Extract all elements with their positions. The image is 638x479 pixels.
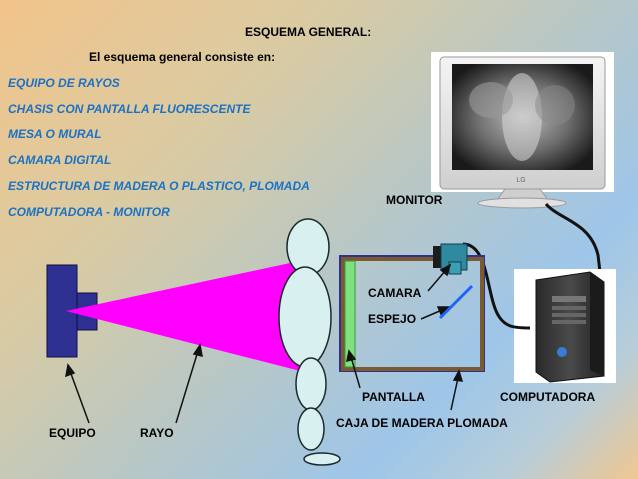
label-equipo: EQUIPO	[49, 426, 96, 440]
label-camara: CAMARA	[368, 286, 421, 300]
label-computadora: COMPUTADORA	[500, 390, 595, 404]
label-caja: CAJA DE MADERA PLOMADA	[336, 416, 508, 430]
computer-image	[514, 269, 616, 383]
label-pantalla: PANTALLA	[362, 390, 425, 404]
intro-text: El esquema general consiste en:	[89, 50, 275, 64]
arrow-camara	[428, 270, 446, 291]
arrow-caja	[451, 378, 458, 410]
list-item: EQUIPO DE RAYOS	[8, 76, 120, 90]
label-espejo: ESPEJO	[368, 312, 416, 326]
monitor-image: LG	[431, 52, 614, 208]
list-item: COMPUTADORA - MONITOR	[8, 205, 170, 219]
arrow-rayo	[176, 351, 198, 423]
list-item: ESTRUCTURA DE MADERA O PLASTICO, PLOMADA	[8, 179, 310, 193]
label-rayo: RAYO	[140, 426, 174, 440]
list-item: CAMARA DIGITAL	[8, 153, 111, 167]
list-item: MESA O MURAL	[8, 127, 102, 141]
camera	[433, 244, 467, 274]
patient-figure	[279, 219, 340, 465]
arrow-espejo	[421, 310, 442, 319]
list-item: CHASIS CON PANTALLA FLUORESCENTE	[8, 102, 250, 116]
arrow-equipo	[70, 371, 89, 423]
page-title: ESQUEMA GENERAL:	[245, 25, 371, 39]
monitor-brand: LG	[516, 177, 525, 184]
label-monitor: MONITOR	[386, 193, 442, 207]
monitor-cable	[546, 204, 600, 272]
mirror	[440, 286, 472, 318]
xray-beam	[66, 260, 304, 372]
